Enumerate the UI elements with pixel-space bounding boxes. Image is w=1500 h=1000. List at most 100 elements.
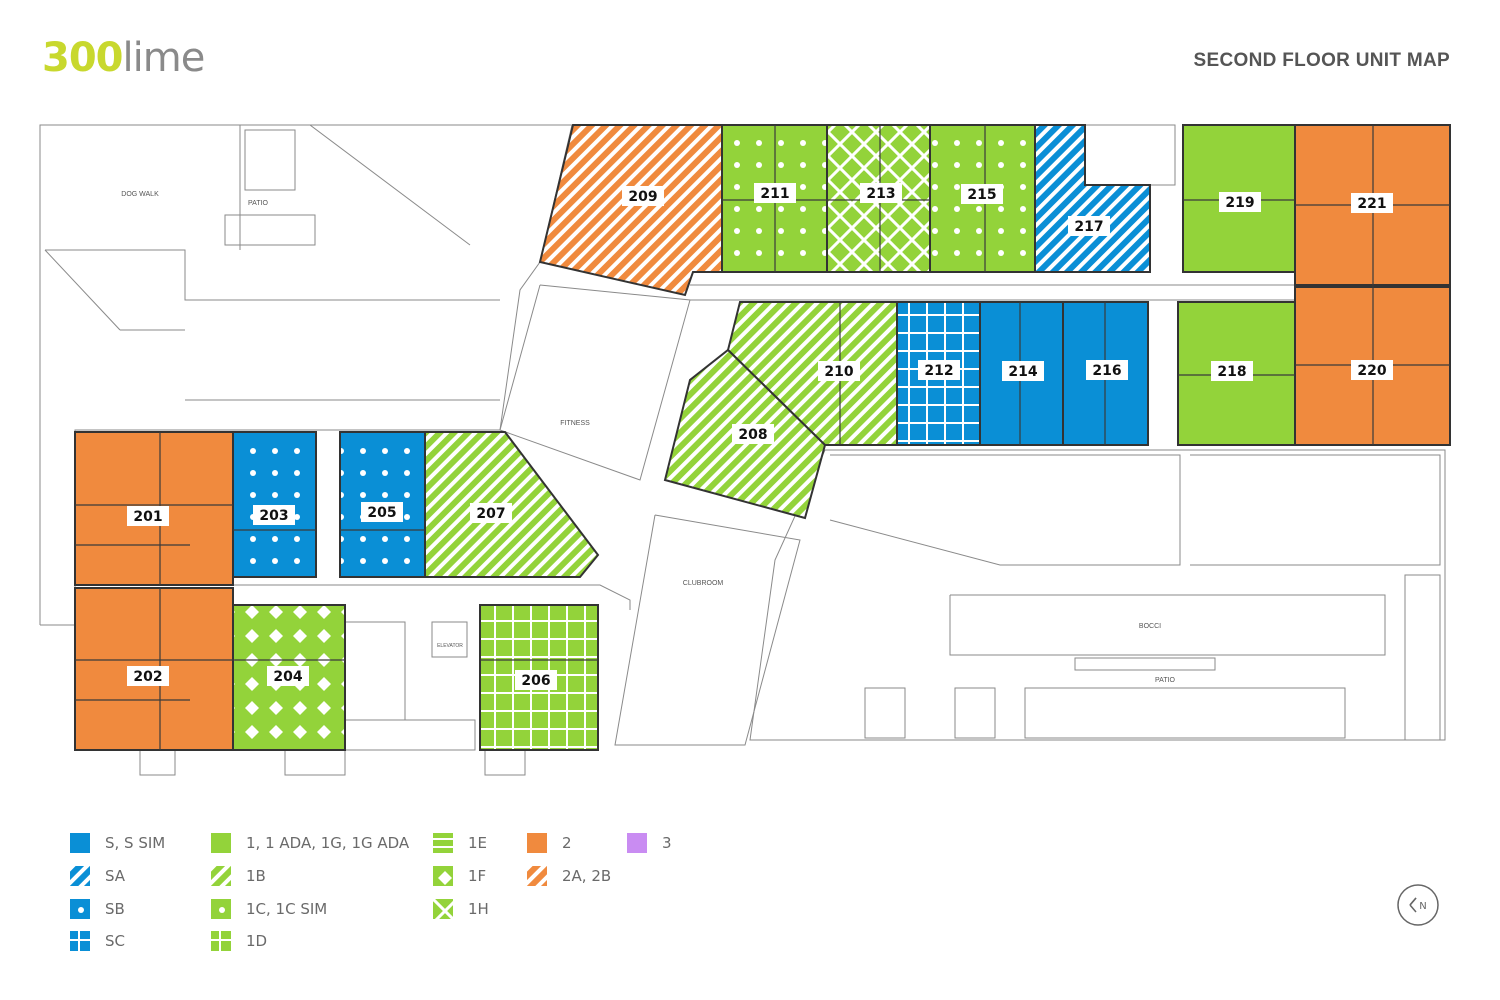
legend-swatch-1h [433, 899, 453, 919]
legend-item-one: 1, 1 ADA, 1G, 1G ADA [211, 832, 409, 854]
unit-217-label[interactable]: 217 [1068, 216, 1110, 236]
unit-label-background [470, 503, 512, 523]
area-labels: DOG WALK PATIO FITNESS CLUBROOM BOCCI PA… [121, 191, 1175, 684]
clubroom [614, 514, 801, 746]
legend-item-s: S, S SIM [70, 832, 165, 854]
unit-number: 218 [1217, 364, 1246, 380]
unit-number: 206 [521, 673, 550, 689]
legend-swatch-2a [527, 866, 547, 886]
unit-203-label[interactable]: 203 [253, 505, 295, 525]
legend-swatch-1f [433, 866, 453, 886]
unit-number: 203 [259, 508, 288, 524]
unit-label-background [918, 360, 960, 380]
legend-label: SC [105, 932, 125, 950]
unit-210-label[interactable]: 210 [818, 361, 860, 381]
legend-item-sc: SC [70, 930, 125, 952]
unit-209-label[interactable]: 209 [622, 186, 664, 206]
unit-203-area [232, 431, 317, 578]
legend-item-1d: 1D [211, 930, 267, 952]
legend-swatch-1b [211, 866, 231, 886]
unit-label-background [1351, 360, 1393, 380]
unit-label-background [961, 184, 1003, 204]
legend-label: 1F [468, 867, 487, 885]
unit-205-label[interactable]: 205 [361, 502, 403, 522]
logo-word: lime [122, 35, 206, 81]
unit-label-background [1351, 193, 1393, 213]
unit-213-label[interactable]: 213 [860, 183, 902, 203]
elevator-label: ELEVATOR [437, 643, 463, 649]
bocci-court [949, 594, 1386, 656]
legend-item-1f: 1F [433, 865, 486, 887]
unit-number: 207 [476, 506, 505, 522]
unit-208-label[interactable]: 208 [732, 424, 774, 444]
unit-number: 210 [824, 364, 853, 380]
unit-211-label[interactable]: 211 [754, 183, 796, 203]
unit-label-background [127, 506, 169, 526]
legend-label: 2 [562, 834, 572, 852]
unit-215-label[interactable]: 215 [961, 184, 1003, 204]
northwest-roof-lines [45, 249, 500, 301]
legend-label: 1H [468, 900, 489, 918]
unit-220-label[interactable]: 220 [1351, 360, 1393, 380]
unit-label-background [754, 183, 796, 203]
dog-walk-label: DOG WALK [121, 191, 159, 198]
unit-219-label[interactable]: 219 [1219, 192, 1261, 212]
unit-label-background [1086, 360, 1128, 380]
unit-label-background [860, 183, 902, 203]
bocci-label: BOCCI [1139, 623, 1161, 630]
legend-label: SA [105, 867, 126, 885]
legend-label: SB [105, 900, 125, 918]
clubroom-label: CLUBROOM [683, 580, 724, 587]
unit-label-background [267, 666, 309, 686]
legend-item-1h: 1H [433, 898, 489, 920]
unit-number: 220 [1357, 363, 1386, 379]
unit-number: 217 [1074, 219, 1103, 235]
unit-number: 212 [924, 363, 953, 379]
unit-216-label[interactable]: 216 [1086, 360, 1128, 380]
unit-label-background [1002, 361, 1044, 381]
fitness-label: FITNESS [560, 420, 590, 427]
compass-label: N [1419, 901, 1426, 912]
legend-label: S, S SIM [105, 834, 166, 852]
legend-label: 3 [662, 834, 672, 852]
unit-number: 221 [1357, 196, 1386, 212]
unit-label-background [515, 670, 557, 690]
legend-label: 2A, 2B [562, 867, 612, 885]
patio-south-label: PATIO [1155, 677, 1176, 684]
unit-214-label[interactable]: 214 [1002, 361, 1044, 381]
unit-217-area [1034, 124, 1151, 273]
legend-item-sb: SB [70, 898, 125, 920]
unit-201-label[interactable]: 201 [127, 506, 169, 526]
page-title: SECOND FLOOR UNIT MAP [1193, 50, 1450, 71]
courtyard-roof-left [829, 454, 1181, 566]
unit-label-background [1219, 192, 1261, 212]
unit-label-background [127, 666, 169, 686]
unit-204-label[interactable]: 204 [267, 666, 309, 686]
unit-207-label[interactable]: 207 [470, 503, 512, 523]
legend-item-2a: 2A, 2B [527, 865, 611, 887]
patio-north-label: PATIO [248, 200, 269, 207]
legend-item-1b: 1B [211, 865, 266, 887]
north-arrow-icon: N [1397, 884, 1439, 926]
unit-218-label[interactable]: 218 [1211, 361, 1253, 381]
unit-221-label[interactable]: 221 [1351, 193, 1393, 213]
unit-number: 214 [1008, 364, 1037, 380]
legend-swatch-s [70, 833, 90, 853]
unit-label-background [732, 424, 774, 444]
unit-206-label[interactable]: 206 [515, 670, 557, 690]
unit-label-background [253, 505, 295, 525]
corridor-west [205, 584, 631, 610]
unit-label-background [622, 186, 664, 206]
unit-number: 202 [133, 669, 162, 685]
unit-number: 211 [760, 186, 789, 202]
unit-number: 213 [866, 186, 895, 202]
unit-number: 216 [1092, 363, 1121, 379]
legend-swatch-two [527, 833, 547, 853]
legend-swatch-sa [70, 866, 90, 886]
unit-202-label[interactable]: 202 [127, 666, 169, 686]
stair-core [344, 621, 406, 721]
unit-labels: 201 202 203 204 205 206 207 208 209 210 211 212 213 2… [127, 183, 1393, 690]
legend-label: 1D [246, 932, 268, 950]
legend-label: 1B [246, 867, 266, 885]
unit-212-label[interactable]: 212 [918, 360, 960, 380]
